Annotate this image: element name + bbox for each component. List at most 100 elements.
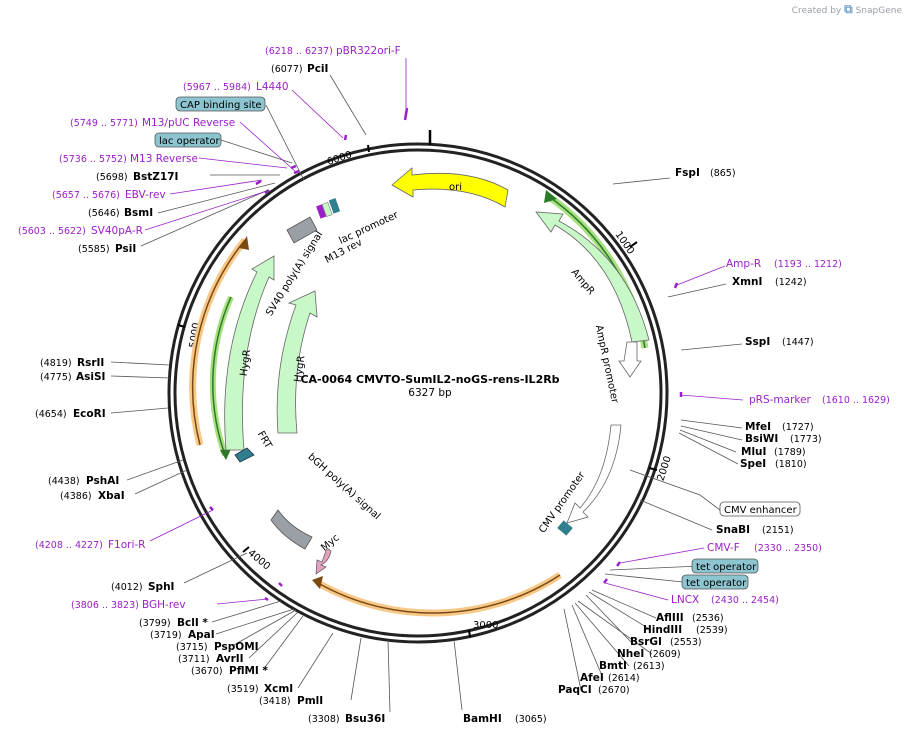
primer-bgh-rev[interactable]: BGH-rev: [142, 599, 186, 611]
site-spei[interactable]: SpeI: [740, 458, 766, 470]
site-afliii-pos: (2536): [692, 613, 724, 624]
tet-operator-box-1[interactable]: [691, 558, 759, 574]
site-xmni[interactable]: XmnI: [732, 276, 762, 288]
primer-cmv-f[interactable]: CMV-F: [707, 542, 740, 554]
site-bsu36i[interactable]: Bsu36I: [345, 713, 385, 725]
ampr-feature[interactable]: [535, 211, 650, 343]
site-sphi[interactable]: SphI: [148, 581, 174, 593]
cmv-promoter-feature[interactable]: [566, 424, 622, 524]
tick-label: 6000: [326, 150, 354, 168]
site-bcli[interactable]: BclI *: [177, 617, 208, 629]
cmv-enhancer-box[interactable]: [719, 501, 801, 517]
site-bsiwi-pos: (1773): [790, 434, 822, 445]
site-pflmi-pos: (3670): [191, 666, 223, 677]
myc-feature[interactable]: [315, 547, 332, 575]
site-fspi[interactable]: FspI: [675, 167, 700, 179]
site-snabi[interactable]: SnaBI: [716, 524, 750, 536]
site-asisi-pos: (4775): [40, 372, 72, 383]
tet-operator-box-2[interactable]: [681, 574, 749, 590]
site-pspomi-pos: (3715): [176, 642, 208, 653]
frt-feature[interactable]: [234, 447, 255, 463]
right-labels: FspI (865) Amp-R (1193 .. 1212) XmnI (12…: [671, 167, 890, 606]
primer-lncx[interactable]: LNCX: [671, 594, 699, 606]
site-pmli[interactable]: PmlI: [297, 695, 323, 707]
primer-m13-puc-reverse[interactable]: M13/pUC Reverse: [142, 117, 235, 129]
primer-f1ori-r[interactable]: F1ori-R: [108, 539, 145, 551]
site-xbai[interactable]: XbaI: [98, 490, 125, 502]
site-avrii-pos: (3711): [178, 654, 210, 665]
brand-name: SnapGene: [855, 6, 902, 16]
tick-label: 3000: [473, 620, 498, 631]
site-xcmi[interactable]: XcmI: [264, 683, 293, 695]
site-pcii[interactable]: PciI: [307, 63, 328, 75]
site-fspi-pos: (865): [710, 168, 736, 179]
site-apai[interactable]: ApaI: [188, 629, 215, 641]
cmv-enhancer-text: CMV enhancer: [724, 505, 798, 516]
site-bsmi[interactable]: BsmI: [124, 207, 153, 219]
primer-l4440-pos: (5967 .. 5984): [183, 82, 251, 93]
site-mlui[interactable]: MluI: [741, 446, 766, 458]
site-hindiii[interactable]: HindIII: [643, 624, 682, 636]
site-sspi[interactable]: SspI: [745, 336, 770, 348]
site-pshai[interactable]: PshAI: [86, 475, 119, 487]
primer-l4440[interactable]: L4440: [256, 81, 289, 93]
lac-operator-text: lac operator: [159, 136, 220, 147]
bgh-polya-label: bGH poly(A) signal: [305, 452, 382, 523]
site-bstz17i[interactable]: BstZ17I: [133, 171, 178, 183]
frt-label: FRT: [255, 429, 274, 451]
primer-prs-marker[interactable]: pRS-marker: [749, 394, 812, 406]
lac-promoter-feature[interactable]: [328, 198, 341, 214]
site-avrii[interactable]: AvrII: [216, 653, 244, 665]
primer-m13-reverse-pos: (5736 .. 5752): [59, 154, 127, 165]
site-bmti[interactable]: BmtI: [599, 660, 627, 672]
site-bsrgi-pos: (2553): [670, 637, 702, 648]
primer-m13-puc-reverse-pos: (5749 .. 5771): [70, 118, 138, 129]
site-bsiwi[interactable]: BsiWI: [745, 433, 778, 445]
site-bamhi[interactable]: BamHI: [463, 713, 502, 725]
primer-bgh-rev-pos: (3806 .. 3823): [71, 600, 139, 611]
bgh-polya-feature[interactable]: [270, 509, 313, 550]
site-afei[interactable]: AfeI: [580, 672, 604, 684]
sv40-polya-feature[interactable]: [286, 216, 318, 244]
lac-promoter-label: lac promoter: [337, 209, 400, 246]
site-mfei-pos: (1727): [782, 422, 814, 433]
site-xcmi-pos: (3519): [227, 684, 259, 695]
primer-m13-reverse[interactable]: M13 Reverse: [130, 153, 198, 165]
site-afliii[interactable]: AflIII: [656, 612, 684, 624]
site-bsrgi[interactable]: BsrGI: [630, 636, 662, 648]
ori-feature[interactable]: [391, 167, 509, 208]
lac-operator-feature[interactable]: [321, 202, 333, 217]
hygr-inner-feature[interactable]: [276, 290, 318, 434]
site-ecori[interactable]: EcoRI: [73, 408, 106, 420]
site-pmli-pos: (3418): [259, 696, 291, 707]
site-spei-pos: (1810): [775, 459, 807, 470]
site-rsrii[interactable]: RsrII: [77, 357, 104, 369]
cmv-enhancer-block: [557, 520, 573, 536]
site-ecori-pos: (4654): [35, 409, 67, 420]
green-left-line: [212, 296, 232, 456]
site-psii[interactable]: PsiI: [115, 243, 136, 255]
orange-left-line: [191, 239, 246, 446]
site-pflmi[interactable]: PflMI *: [229, 665, 268, 677]
primer-ebv-rev[interactable]: EBV-rev: [125, 189, 166, 201]
site-sphi-pos: (4012): [111, 582, 143, 593]
primer-sv40pa-r[interactable]: SV40pA-R: [91, 225, 143, 237]
site-pspomi[interactable]: PspOMI: [214, 641, 259, 653]
cap-binding-site-box[interactable]: [175, 96, 266, 112]
ampr-promoter-feature[interactable]: [618, 341, 642, 378]
m13-rev-feature[interactable]: [316, 204, 327, 219]
site-nhei-pos: (2609): [649, 649, 681, 660]
primer-amp-r[interactable]: Amp-R: [726, 258, 761, 270]
primer-cmv-f-pos: (2330 .. 2350): [754, 543, 822, 554]
hygr-outer-feature[interactable]: [224, 255, 275, 451]
site-paqci[interactable]: PaqCI: [558, 684, 592, 696]
left-labels: (4386) XbaI (4438) PshAI (4654) EcoRI (4…: [18, 45, 401, 502]
primer-pbr322ori-f[interactable]: pBR322ori-F: [336, 45, 401, 57]
site-asisi[interactable]: AsiSI: [76, 371, 105, 383]
site-mlui-pos: (1789): [774, 447, 806, 458]
site-nhei[interactable]: NheI: [617, 648, 644, 660]
site-mfei[interactable]: MfeI: [745, 421, 771, 433]
site-sspi-pos: (1447): [782, 337, 814, 348]
lac-operator-box[interactable]: [154, 132, 222, 148]
primer-pbr322ori-f-pos: (6218 .. 6237): [265, 46, 333, 57]
